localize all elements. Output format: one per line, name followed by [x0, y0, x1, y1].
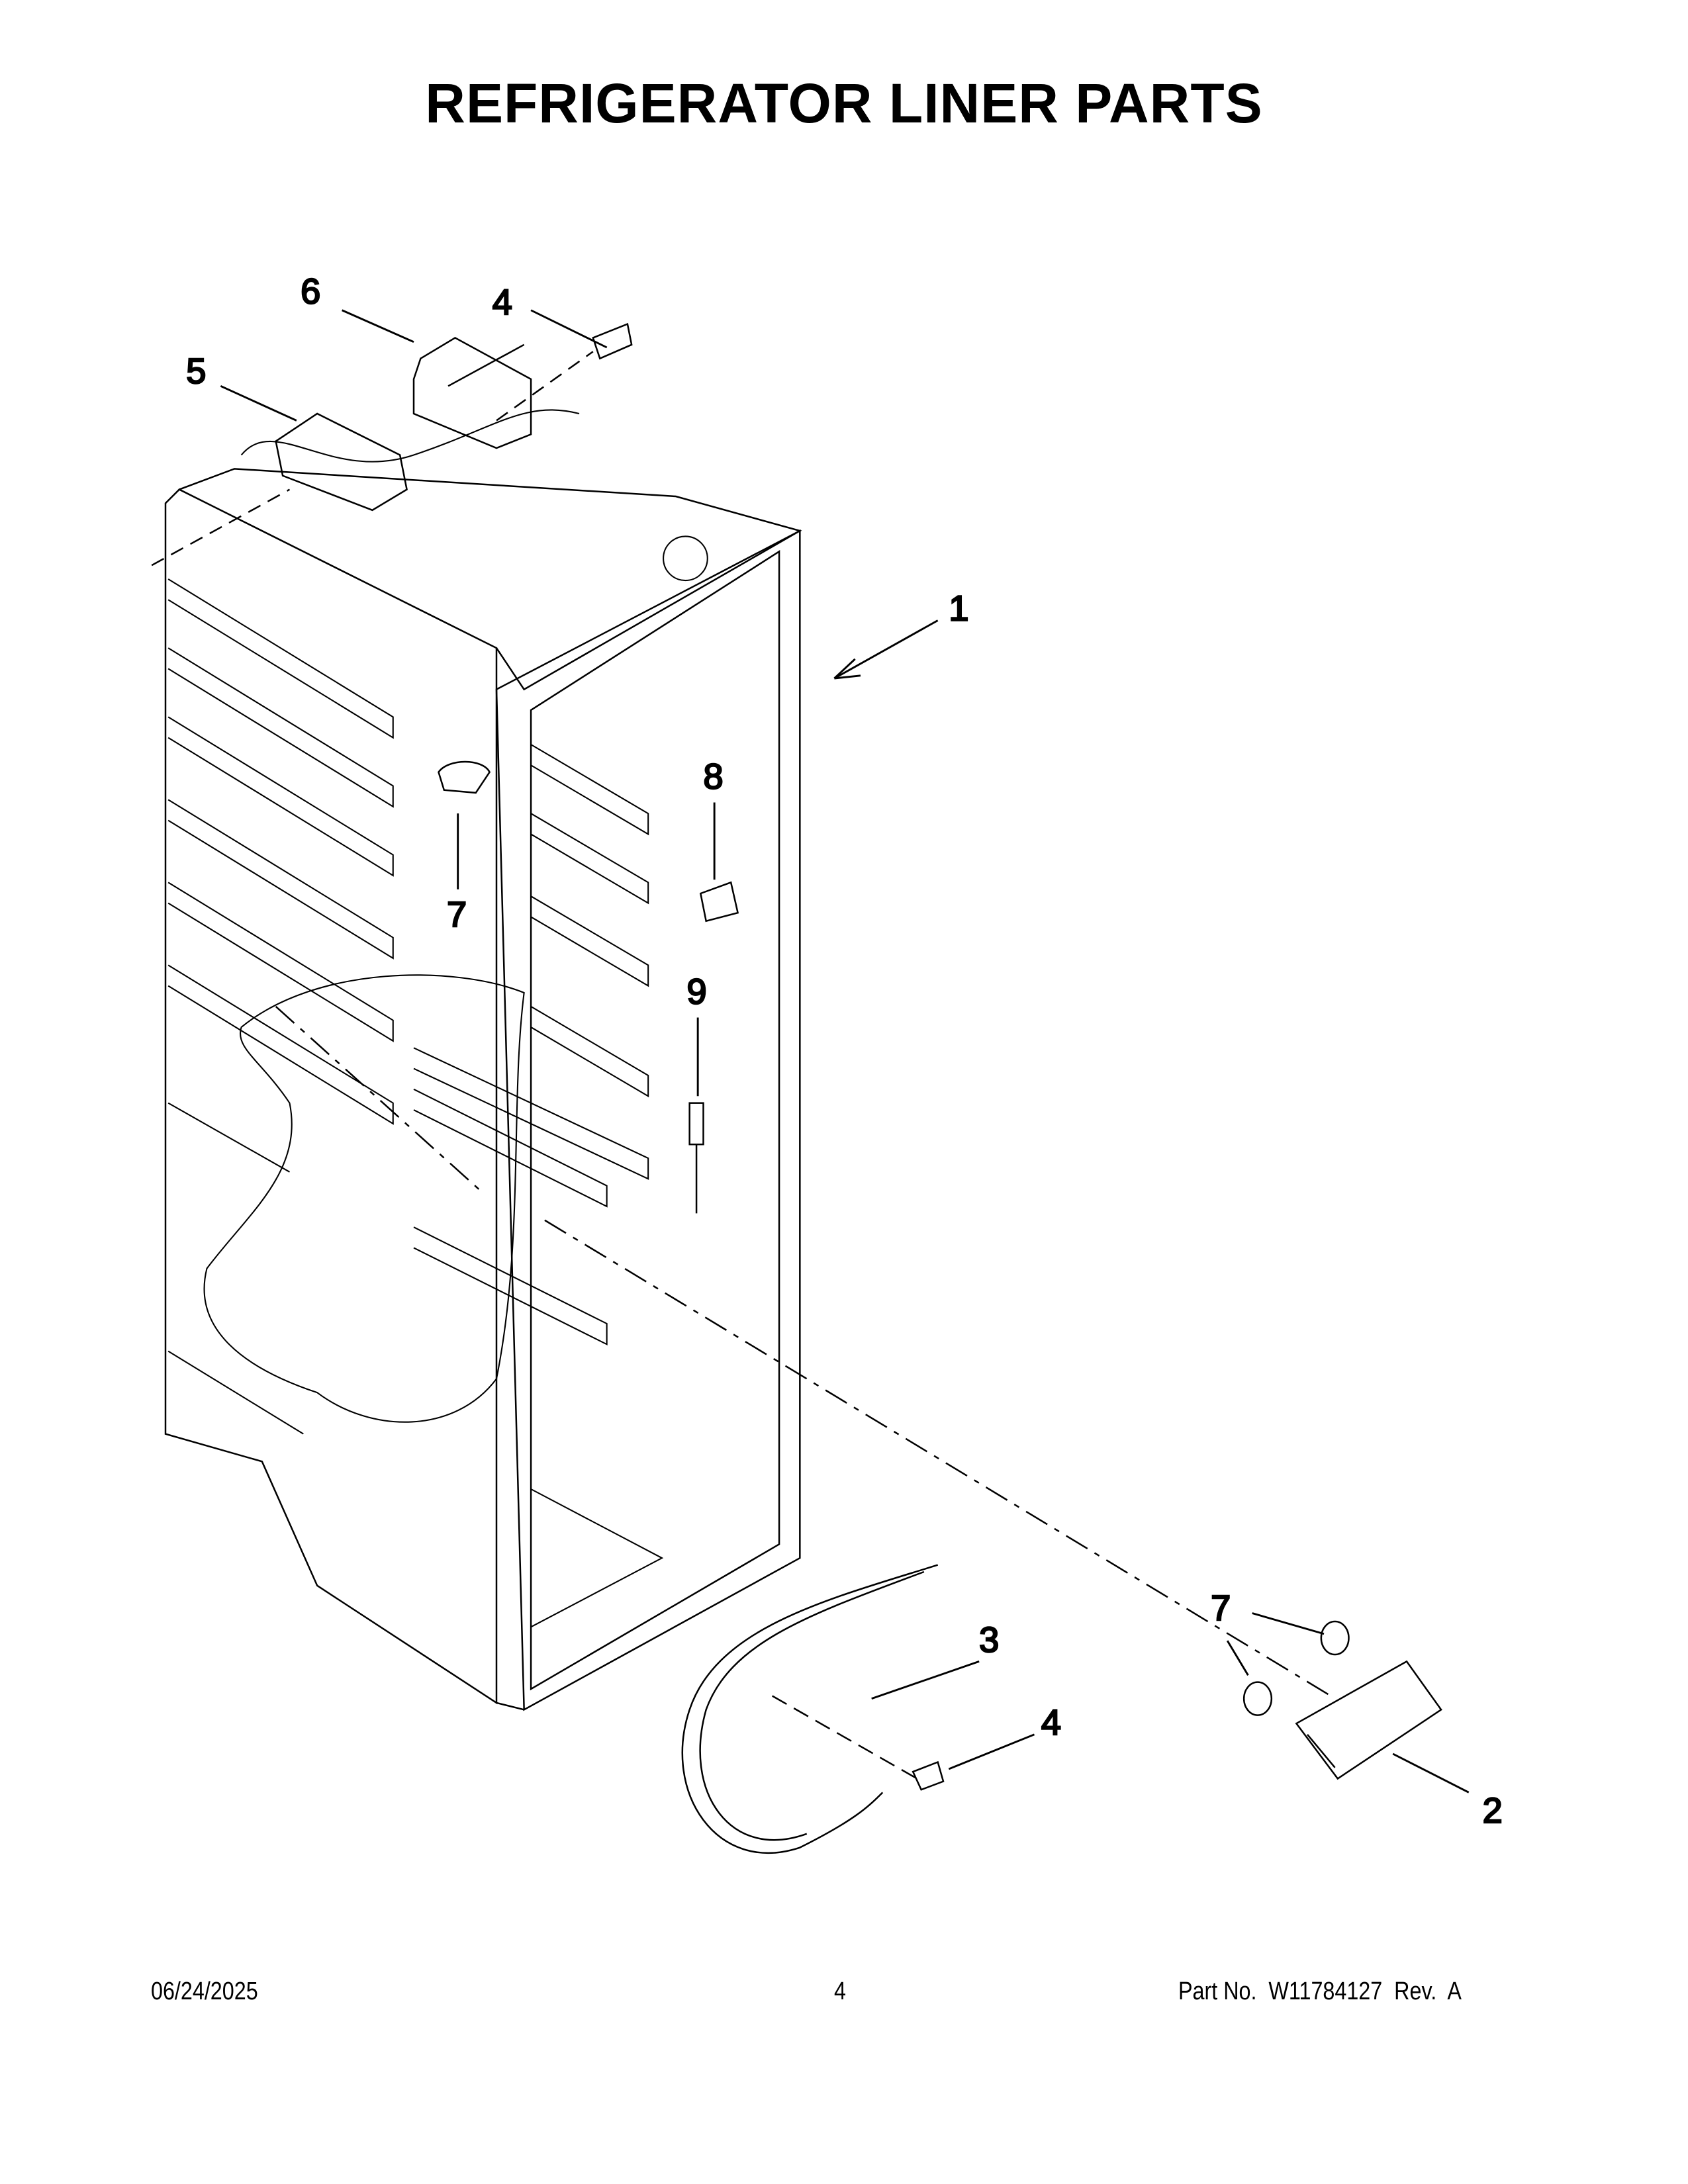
clip-part-8	[699, 881, 739, 923]
footer-date: 06/24/2025	[151, 1978, 258, 2005]
bracket-part-6	[412, 336, 532, 449]
callout-6: 6	[301, 271, 320, 311]
thermistor-part-9	[688, 1102, 704, 1214]
page-title: REFRIGERATOR LINER PARTS	[425, 72, 1263, 134]
footer-page-number: 4	[834, 1978, 846, 2005]
tubing-part-3	[681, 1564, 945, 1854]
callout-4-bottom: 4	[1041, 1703, 1061, 1743]
cover-part-7	[438, 760, 491, 794]
control-part-5	[151, 412, 408, 567]
screw-part-4-top	[496, 322, 633, 422]
callout-7-liner: 7	[447, 895, 467, 934]
callout-4-top: 4	[492, 283, 512, 322]
callout-3: 3	[979, 1620, 999, 1660]
liner-part-1	[164, 409, 802, 1711]
callout-8: 8	[704, 757, 724, 797]
footer-part-number: Part No. W11784127 Rev. A	[1178, 1978, 1462, 2005]
light-housing-part-2	[1243, 1620, 1442, 1780]
callout-5: 5	[186, 351, 206, 391]
callout-7-light: 7	[1211, 1588, 1231, 1628]
assembly-line	[275, 1005, 1332, 1697]
callout-arrows	[220, 309, 1470, 1794]
callout-9: 9	[687, 972, 707, 1012]
callout-2: 2	[1483, 1791, 1503, 1831]
callout-1: 1	[949, 589, 968, 629]
